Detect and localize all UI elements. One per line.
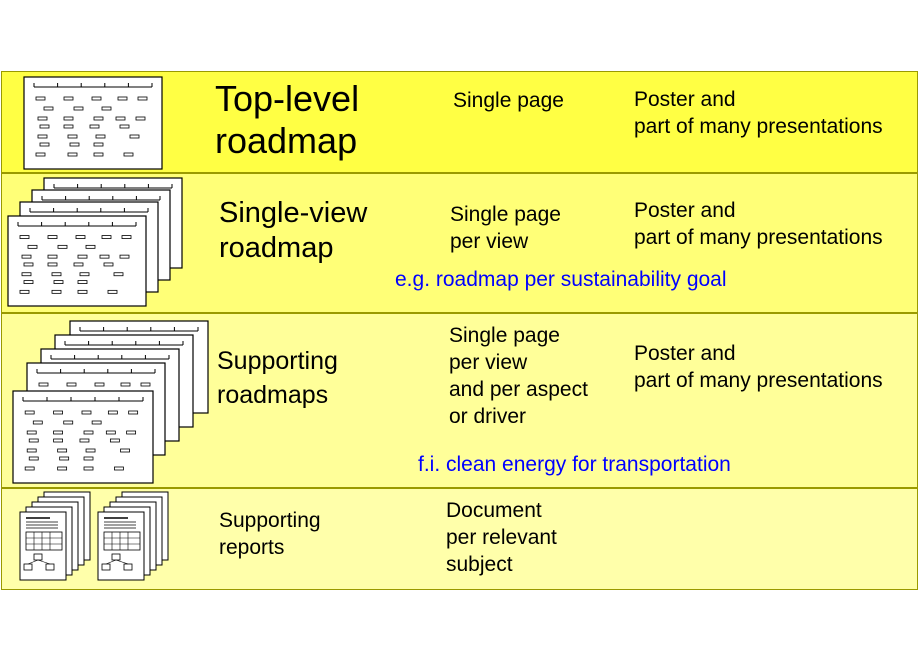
row-format-top-level: Single page xyxy=(453,89,564,112)
report-documents-icon xyxy=(19,491,169,581)
row-usage-supporting-roadmaps: Poster and part of many presentations xyxy=(634,342,883,392)
row-format-single-view: Single page per view xyxy=(450,203,561,253)
row-usage-top-level: Poster and part of many presentations xyxy=(634,88,883,138)
roadmap-stack-large-icon xyxy=(12,320,209,484)
row-title-single-view: Single-view roadmap xyxy=(219,197,368,264)
row-format-supporting-reports: Document per relevant subject xyxy=(446,499,557,576)
row-note-supporting-roadmaps: f.i. clean energy for transportation xyxy=(418,453,731,476)
roadmap-stack-icon xyxy=(7,177,183,307)
row-note-single-view: e.g. roadmap per sustainability goal xyxy=(395,268,727,291)
row-usage-single-view: Poster and part of many presentations xyxy=(634,199,883,249)
row-title-supporting-reports: Supporting reports xyxy=(219,509,321,559)
roadmap-sheet-icon xyxy=(23,76,163,170)
row-title-supporting-roadmaps: Supporting roadmaps xyxy=(217,347,338,409)
row-title-top-level: Top-level roadmap xyxy=(215,78,360,161)
row-format-supporting-roadmaps: Single page per view and per aspect or d… xyxy=(449,324,588,428)
